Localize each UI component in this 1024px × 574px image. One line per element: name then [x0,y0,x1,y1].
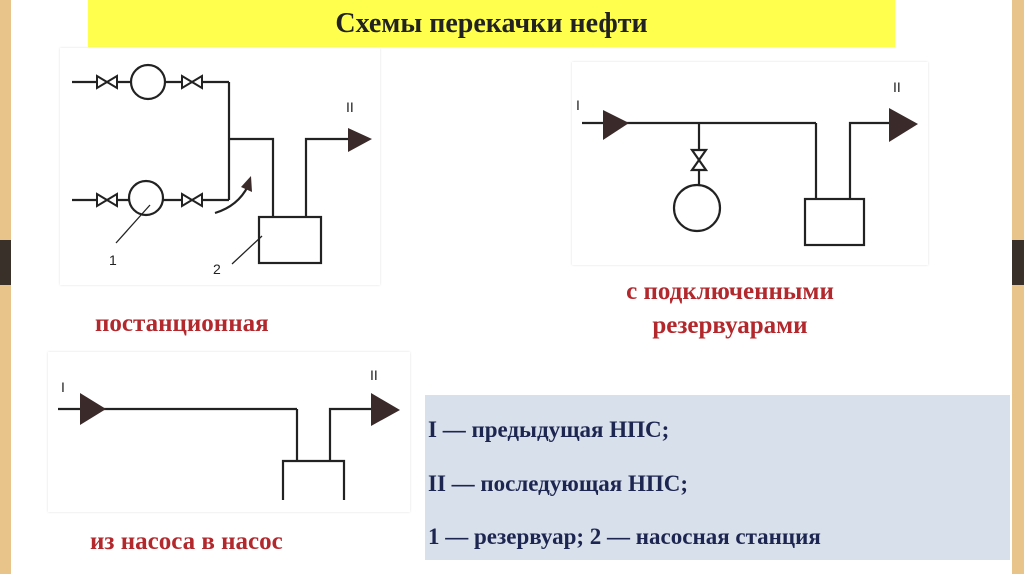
arrow-icon [241,176,252,192]
arrow-icon [371,393,400,426]
legend-item: 1 — резервуар; 2 — насосная станция [428,524,821,549]
caption-station: постанционная [95,310,269,337]
wood-border-left [0,0,11,574]
reservoir-icon [129,63,167,101]
label-1: 1 [109,252,117,268]
valve-icon [95,192,119,208]
label-inlet: I [61,379,65,395]
caption-reservoirs-line2: резервуарами [652,312,808,339]
label-inlet: I [576,97,580,113]
label-outlet: II [893,79,901,95]
pump-station-box [281,459,346,500]
diagram-frame-reservoirs [572,62,928,265]
diagram-pump-to-pump [58,393,400,500]
dark-band-right [1012,240,1024,285]
pipe-outlet [848,121,892,199]
pipe-outlet [328,407,374,461]
arrow-icon [603,110,629,140]
title-bar: Схемы перекачки нефти [88,0,895,47]
arrow-icon [348,128,372,152]
valve-icon [180,74,204,90]
pump-station-box [803,197,866,247]
caption-reservoirs-line1: с подключенными [626,278,834,305]
legend-item: II — последующая НПС; [428,471,689,496]
reservoir-icon [672,183,722,233]
diagram-frame-station [60,48,380,285]
diagram-reservoirs [582,108,918,247]
label-outlet: II [346,99,354,115]
legend-item: I — предыдущая НПС; [428,417,670,442]
reservoir-icon [127,179,165,217]
valve-icon [95,74,119,90]
pipe-outlet [304,137,352,217]
wood-border-right [1012,0,1024,574]
caption-pump-to-pump: из насоса в насос [90,528,283,555]
dark-band-left [0,240,11,285]
diagram-station [72,63,372,265]
valve-icon [180,192,204,208]
slide-title: Схемы перекачки нефти [335,7,648,39]
label-outlet: II [370,367,378,383]
valve-icon [689,148,709,172]
arrow-icon [889,108,918,142]
diagram-frame-pump-to-pump [48,352,410,512]
arrow-icon [80,393,106,425]
pipe-to-pump [229,137,275,217]
legend-box: I — предыдущая НПС; II — последующая НПС… [425,395,1010,560]
label-2: 2 [213,261,221,277]
pump-station-box [257,215,323,265]
